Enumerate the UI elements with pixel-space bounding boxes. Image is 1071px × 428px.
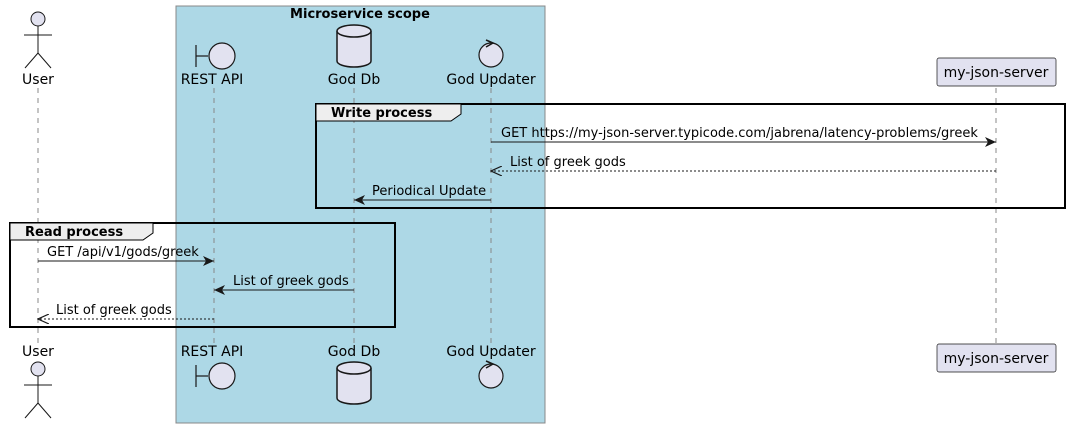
write-process-frame [315, 103, 1066, 209]
read-process-frame [9, 222, 396, 328]
participant-json-server-box-bottom [936, 343, 1057, 373]
read-process-tab [9, 222, 154, 241]
control-icon [478, 39, 504, 68]
message-label: List of greek gods [510, 155, 626, 170]
database-icon [336, 361, 372, 405]
lifelines [37, 88, 997, 345]
message-label: GET /api/v1/gods/greek [47, 245, 199, 260]
message-label: List of greek gods [56, 303, 172, 318]
participant-user-label: User [22, 72, 54, 88]
participant-rest-api-label: REST API [181, 72, 244, 88]
write-process-label: Write process [331, 106, 432, 121]
participant-god-updater-label-bottom: God Updater [446, 344, 535, 360]
participant-rest-api-label-bottom: REST API [181, 344, 244, 360]
participant-json-server-label: my-json-server [944, 65, 1049, 81]
participant-json-server-box [936, 57, 1057, 87]
actor-icon [24, 361, 52, 419]
actor-icon [24, 11, 52, 69]
message-label: Periodical Update [372, 184, 486, 199]
participant-json-server-label-bottom: my-json-server [944, 351, 1049, 367]
read-process-label: Read process [25, 225, 123, 240]
message-label: List of greek gods [233, 274, 349, 289]
write-process-tab [315, 103, 462, 122]
microservice-scope-title: Microservice scope [290, 7, 430, 22]
microservice-scope-box [175, 5, 546, 424]
database-icon [336, 24, 372, 68]
participant-god-db-label: God Db [328, 72, 381, 88]
participant-user-label-bottom: User [22, 344, 54, 360]
message-label: GET https://my-json-server.typicode.com/… [501, 126, 978, 141]
boundary-icon [195, 362, 236, 390]
control-icon [478, 360, 504, 389]
boundary-icon [195, 42, 236, 70]
participant-god-db-label-bottom: God Db [328, 344, 381, 360]
participant-god-updater-label: God Updater [446, 72, 535, 88]
